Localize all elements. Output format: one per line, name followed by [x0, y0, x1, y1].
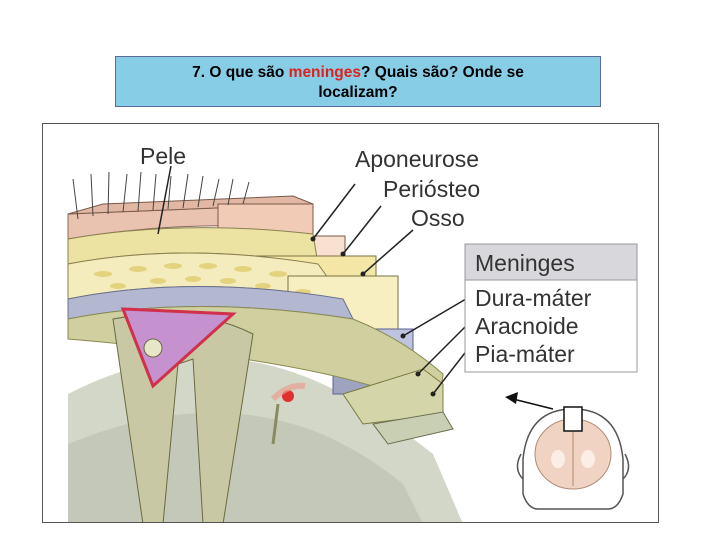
- meninges-item-pia: Pia-máter: [475, 341, 575, 367]
- hair: [72, 171, 250, 220]
- meninges-illustration: Pele Aponeurose Periósteo Osso Meninges …: [67, 143, 638, 522]
- label-periosteo: Periósteo: [383, 176, 480, 202]
- meninges-item-arachnoid: Aracnoide: [475, 313, 579, 339]
- arachnoid-leader: [417, 323, 469, 375]
- meninges-figure: Pele Aponeurose Periósteo Osso Meninges …: [42, 123, 659, 523]
- question-box: 7. O que são meninges? Quais são? Onde s…: [115, 56, 601, 107]
- osso-leader: [362, 229, 414, 275]
- leader-dots: [310, 236, 436, 397]
- arachnoid-granulation: [143, 338, 163, 358]
- vessel-shadow: [270, 382, 306, 402]
- periosteo-leader: [342, 205, 382, 255]
- location-arrow: [505, 392, 554, 410]
- head-inset: [516, 406, 630, 510]
- label-osso: Osso: [411, 205, 465, 231]
- label-pele: Pele: [140, 143, 186, 169]
- question-highlight: meninges: [288, 64, 362, 81]
- pia-step: [372, 411, 454, 445]
- meninges-legend: Meninges Dura-máter Aracnoide Pia-máter: [464, 243, 638, 373]
- dura-leader: [402, 295, 472, 337]
- right-ear: [622, 453, 630, 480]
- pia-leader: [432, 348, 469, 395]
- label-aponeurose: Aponeurose: [355, 146, 479, 172]
- arachnoid-step: [342, 368, 444, 425]
- question-suffix: ? Quais são? Onde se: [361, 64, 524, 81]
- pele-leader: [157, 165, 172, 235]
- question-prefix: 7. O que são: [192, 64, 289, 81]
- leader-lines: [157, 165, 472, 395]
- meninges-item-dura: Dura-máter: [475, 285, 592, 311]
- meninges-title: Meninges: [475, 250, 575, 276]
- left-ear: [516, 453, 524, 480]
- sagittal-sinus: [120, 307, 237, 389]
- aponeurose-leader: [312, 183, 356, 240]
- sulcus: [271, 403, 280, 445]
- question-line2: localizam?: [318, 84, 398, 101]
- inset-focus-box: [563, 406, 583, 432]
